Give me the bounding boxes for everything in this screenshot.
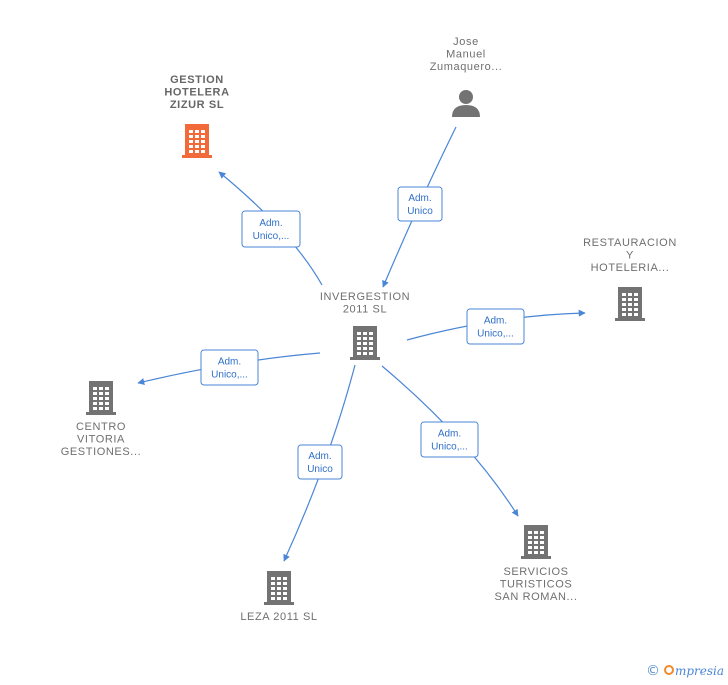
edge-label-line: Unico bbox=[407, 206, 433, 217]
edge-invergestion-to-restauracion: Adm. Unico,... bbox=[406, 308, 586, 345]
node-label-line: CENTRO bbox=[76, 421, 126, 433]
edge-label-box[interactable]: Adm. Unico,... bbox=[241, 210, 301, 248]
edge-label-box[interactable]: Adm. Unico bbox=[397, 186, 443, 222]
edge-label-box[interactable]: Adm. Unico,... bbox=[200, 349, 259, 386]
node-centro[interactable]: CENTROVITORIAGESTIONES... bbox=[61, 381, 142, 458]
node-label-line: HOTELERIA... bbox=[591, 262, 670, 274]
brand-logo: mpresia bbox=[663, 664, 724, 678]
edge-label-line: Unico,... bbox=[431, 442, 468, 453]
edge-invergestion-to-gestion: Adm. Unico,... bbox=[218, 171, 323, 286]
edge-invergestion-to-centro: Adm. Unico,... bbox=[137, 349, 321, 386]
node-label-line: Jose bbox=[453, 36, 479, 48]
node-label-line: Zumaquero... bbox=[430, 61, 503, 73]
node-label-line: VITORIA bbox=[77, 434, 125, 446]
edge-label-box[interactable]: Adm. Unico bbox=[297, 444, 343, 480]
node-restauracion[interactable]: RESTAURACIONYHOTELERIA... bbox=[583, 237, 677, 321]
edge-label-line: Unico,... bbox=[253, 231, 290, 242]
copyright-symbol: © bbox=[645, 663, 660, 679]
node-label-line: GESTIONES... bbox=[61, 446, 142, 458]
edge-label-line: Adm. bbox=[484, 316, 507, 327]
building-icon bbox=[264, 571, 294, 605]
node-label-line: TURISTICOS bbox=[500, 579, 573, 591]
edge-label-box[interactable]: Adm. Unico,... bbox=[466, 308, 525, 345]
node-label-line: Manuel bbox=[446, 49, 486, 61]
node-label-line: HOTELERA bbox=[164, 87, 229, 99]
edge-label-line: Adm. bbox=[438, 429, 461, 440]
edge-label-box[interactable]: Adm. Unico,... bbox=[420, 421, 479, 458]
building-icon bbox=[615, 287, 645, 321]
node-label-line: GESTION bbox=[170, 74, 224, 86]
edge-label-line: Unico,... bbox=[211, 370, 248, 381]
brand-name: mpresia bbox=[674, 664, 724, 678]
edge-label-line: Adm. bbox=[308, 451, 331, 462]
building-icon bbox=[86, 381, 116, 415]
node-label-line: 2011 SL bbox=[343, 304, 387, 316]
edge-invergestion-to-servicios: Adm. Unico,... bbox=[381, 365, 519, 517]
edge-label-line: Unico bbox=[307, 464, 333, 475]
edge-label-line: Adm. bbox=[259, 218, 282, 229]
node-label-line: RESTAURACION bbox=[583, 237, 677, 249]
building-icon bbox=[521, 525, 551, 559]
node-label-line: LEZA 2011 SL bbox=[240, 611, 317, 623]
edges-layer: Adm.Unico,...Adm.UnicoAdm.Unico,...Adm.U… bbox=[137, 126, 586, 562]
node-leza[interactable]: LEZA 2011 SL bbox=[240, 571, 317, 623]
watermark: © mpresia bbox=[646, 663, 724, 679]
brand-mark-icon bbox=[663, 665, 674, 675]
person-icon bbox=[452, 90, 480, 117]
building-icon bbox=[182, 124, 212, 158]
node-label-line: INVERGESTION bbox=[320, 291, 410, 303]
edge-label-line: Adm. bbox=[408, 193, 431, 204]
node-label-line: SERVICIOS bbox=[503, 566, 568, 578]
edge-label-line: Adm. bbox=[218, 357, 241, 368]
edge-label-line: Unico,... bbox=[477, 329, 514, 340]
edge-jose-to-invergestion: Adm. Unico bbox=[382, 126, 457, 288]
building-icon bbox=[350, 326, 380, 360]
node-label-line: ZIZUR SL bbox=[170, 99, 224, 111]
edge-invergestion-to-leza: Adm. Unico bbox=[283, 364, 356, 562]
node-label-line: SAN ROMAN... bbox=[495, 591, 578, 603]
node-jose[interactable]: JoseManuelZumaquero... bbox=[430, 36, 503, 117]
node-label-line: Y bbox=[626, 250, 634, 262]
